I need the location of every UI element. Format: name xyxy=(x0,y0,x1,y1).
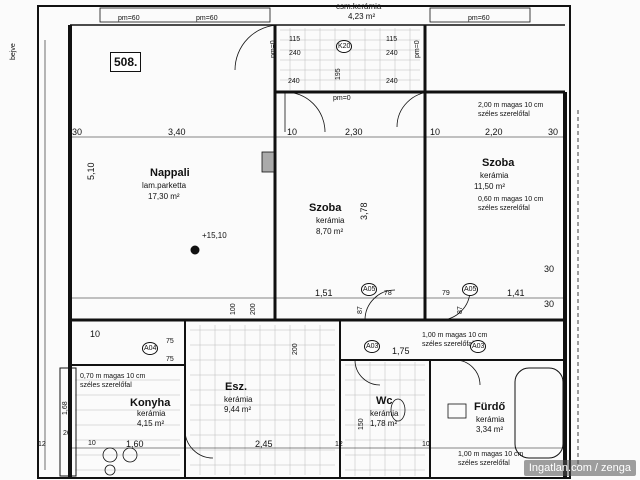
dim-115-b: 115 xyxy=(386,36,398,43)
dim-30-a: 30 xyxy=(72,127,83,137)
room-nappali-name: Nappali xyxy=(150,167,190,179)
dim-pm60-a: pm=60 xyxy=(118,15,140,22)
dim-26: 26 xyxy=(63,430,71,437)
room-szoba1-floor: kerámia xyxy=(316,216,345,225)
room-esz-area: 9,44 m² xyxy=(224,405,252,414)
room-szoba1-area: 8,70 m² xyxy=(316,227,344,236)
dim-pm0-a: pm=0 xyxy=(333,95,351,102)
dim-220: 2,20 xyxy=(485,127,503,137)
dim-75-a: 75 xyxy=(166,338,174,345)
dim-115-a: 115 xyxy=(289,36,301,43)
dim-75-b: 75 xyxy=(166,356,174,363)
note-2a: 0,60 m magas 10 cm xyxy=(478,196,544,203)
dim-245: 2,45 xyxy=(255,439,273,449)
note-3b: széles szerelőfal xyxy=(422,341,474,348)
dim-141: 1,41 xyxy=(507,288,525,298)
note-1b: széles szerelőfal xyxy=(478,111,530,118)
dim-378: 3,78 xyxy=(359,202,369,220)
tag-a03-left: A03 xyxy=(364,340,381,353)
dim-195: 195 xyxy=(335,68,342,80)
room-konyha-name: Konyha xyxy=(130,397,171,409)
room-konyha-floor: kerámia xyxy=(137,409,166,418)
dim-12-b: 12 xyxy=(335,441,343,448)
room-wc-name: Wc xyxy=(376,395,393,407)
room-szoba2-floor: kerámia xyxy=(480,171,509,180)
room-csm-area: 4,23 m² xyxy=(348,12,376,21)
note-1a: 2,00 m magas 10 cm xyxy=(478,102,544,109)
dim-10-d: 10 xyxy=(90,329,101,339)
note-4a: 0,70 m magas 10 cm xyxy=(80,373,146,380)
dim-pm0-b: pm=0 xyxy=(270,40,277,58)
dim-10-e: 10 xyxy=(422,441,430,448)
dim-87-a: 87 xyxy=(357,306,364,314)
note-4b: széles szerelőfal xyxy=(80,382,132,389)
note-5b: széles szerelőfal xyxy=(458,460,510,467)
room-nappali-area: 17,30 m² xyxy=(148,192,180,201)
room-szoba1-name: Szoba xyxy=(309,202,342,214)
tag-k20: K20 xyxy=(336,40,353,53)
dim-79: 79 xyxy=(442,290,450,297)
dim-12-a: 12 xyxy=(38,441,46,448)
dim-150: 150 xyxy=(358,418,365,430)
dim-pm60-c: pm=60 xyxy=(468,15,490,22)
dim-340: 3,40 xyxy=(168,127,186,137)
tag-a05-right: A05 xyxy=(462,283,479,296)
room-szoba2-name: Szoba xyxy=(482,157,515,169)
dim-30-c: 30 xyxy=(544,264,555,274)
dim-10-b: 10 xyxy=(430,127,441,137)
dim-87-b: 87 xyxy=(457,306,464,314)
dim-78: 78 xyxy=(384,290,392,297)
dim-151: 1,51 xyxy=(315,288,333,298)
dim-30-b: 30 xyxy=(548,127,559,137)
note-3a: 1,00 m magas 10 cm xyxy=(422,332,488,339)
note-2b: széles szerelőfal xyxy=(478,205,530,212)
tag-a04: A04 xyxy=(142,342,159,355)
dim-168: 1,68 xyxy=(62,401,69,415)
outer-wall xyxy=(37,5,571,479)
level-mark: +15,10 xyxy=(202,231,227,240)
tag-a03-right: A03 xyxy=(470,340,487,353)
dim-240-a: 240 xyxy=(289,50,301,57)
room-furdo-floor: kerámia xyxy=(476,415,505,424)
dim-175: 1,75 xyxy=(392,346,410,356)
dim-510: 5,10 xyxy=(86,162,96,180)
room-wc-floor: kerámia xyxy=(370,409,399,418)
dim-200-a: 200 xyxy=(250,303,257,315)
watermark: Ingatlan.com / zenga xyxy=(523,460,636,476)
dim-100: 100 xyxy=(230,303,237,315)
dim-pm0-c: pm=0 xyxy=(414,40,421,58)
room-szoba2-area: 11,50 m² xyxy=(474,182,505,191)
note-5a: 1,00 m magas 10 cm xyxy=(458,451,524,458)
tag-a05-left: A05 xyxy=(361,283,378,296)
dim-160: 1,60 xyxy=(126,439,144,449)
dim-10-a: 10 xyxy=(287,127,298,137)
dim-30-d: 30 xyxy=(544,299,555,309)
dim-230: 2,30 xyxy=(345,127,363,137)
room-esz-name: Esz. xyxy=(225,381,248,393)
room-wc-area: 1,78 m² xyxy=(370,419,398,428)
unit-number: 508. xyxy=(110,52,142,72)
dim-pm60-b: pm=60 xyxy=(196,15,218,22)
room-furdo-area: 3,34 m² xyxy=(476,425,504,434)
room-csm-name: csm.kerámia xyxy=(336,2,382,11)
side-label: bejve xyxy=(10,43,17,60)
room-nappali-floor: lam.parketta xyxy=(142,181,187,190)
room-furdo-name: Fürdő xyxy=(474,401,506,413)
room-esz-floor: kerámia xyxy=(224,395,253,404)
dim-240-b: 240 xyxy=(386,50,398,57)
dim-240-d: 240 xyxy=(386,78,398,85)
dim-10-c: 10 xyxy=(88,440,96,447)
room-konyha-area: 4,15 m² xyxy=(137,419,165,428)
dim-240-c: 240 xyxy=(288,78,300,85)
dim-200-b: 200 xyxy=(292,343,299,355)
